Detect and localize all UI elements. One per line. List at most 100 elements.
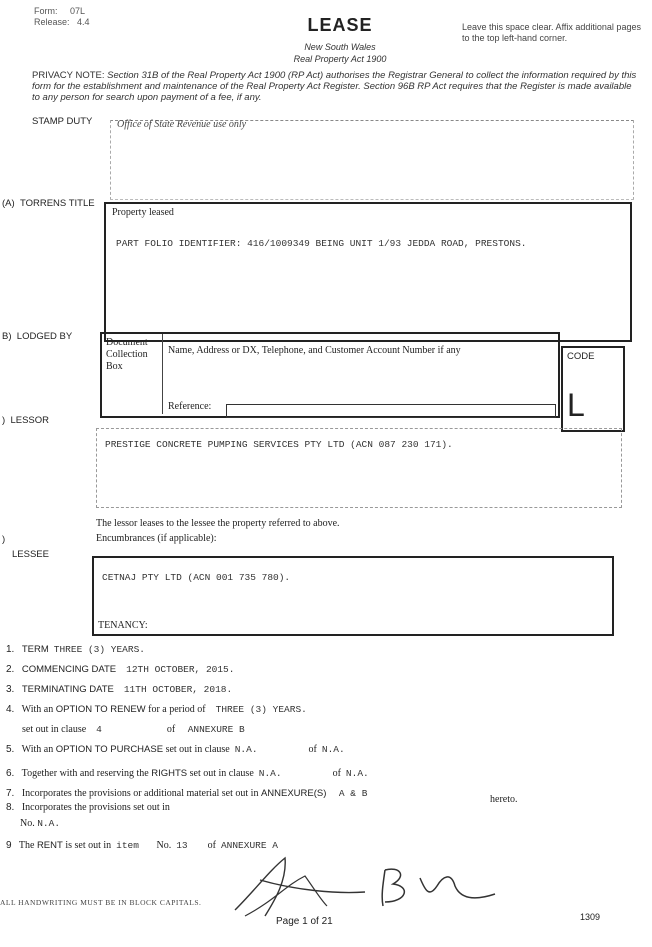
- page-total: 21: [321, 916, 333, 927]
- renew-clause: 4: [96, 724, 102, 735]
- provisions-value: N.A.: [37, 818, 61, 829]
- item-number: 9: [6, 840, 12, 851]
- block-capitals-note: ALL HANDWRITING MUST BE IN BLOCK CAPITAL…: [0, 898, 202, 907]
- lessor-label-text: LESSOR: [10, 415, 49, 426]
- rent-label: RENT: [36, 840, 63, 851]
- terminating-value: 11TH OCTOBER, 2018.: [123, 684, 233, 695]
- property-leased-value: PART FOLIO IDENTIFIER: 416/1009349 BEING…: [116, 238, 527, 249]
- item-option-renew-line2: set out in clause 4 of ANNEXURE B: [22, 724, 245, 735]
- purchase-clause: N.A.: [234, 744, 258, 755]
- renew-value: THREE (3) YEARS.: [215, 704, 307, 715]
- renew-mid: for a period of: [148, 704, 206, 715]
- lodged-divider: [162, 334, 163, 414]
- item-provisions: 8. Incorporates the provisions set out i…: [6, 802, 170, 813]
- page-number: Page 1 of 21: [276, 916, 333, 927]
- item-commencing: 2. COMMENCING DATE 12TH OCTOBER, 2015.: [6, 664, 234, 675]
- rights-pre: Together with and reserving the: [21, 768, 149, 779]
- rights-clause: N.A.: [258, 768, 282, 779]
- form-identifier: Form: 07L Release: 4.4: [34, 6, 90, 28]
- privacy-note: PRIVACY NOTE: Section 31B of the Real Pr…: [32, 70, 640, 103]
- annexures-label: ANNEXURE(S): [260, 788, 327, 799]
- item-number: 5.: [6, 744, 15, 755]
- terminating-label: TERMINATING DATE: [21, 684, 114, 695]
- item-rent: 9 The RENT is set out in item No. 13 of …: [6, 840, 278, 851]
- form-number: 07L: [70, 6, 86, 16]
- purchase-label: OPTION TO PURCHASE: [55, 744, 164, 755]
- item-number: 6.: [6, 768, 15, 779]
- lessor-leases-note: The lessor leases to the lessee the prop…: [96, 518, 340, 529]
- tenancy-label: TENANCY:: [98, 620, 148, 631]
- lodged-by-box: Document Collection Box Name, Address or…: [100, 332, 560, 418]
- margin-note: Leave this space clear. Affix additional…: [462, 22, 641, 43]
- rights-mid: set out in clause: [189, 768, 254, 779]
- rent-mid: is set out in: [65, 840, 112, 851]
- item-number: 4.: [6, 704, 15, 715]
- footer-code: 1309: [580, 912, 601, 922]
- rights-annex: N.A.: [345, 768, 369, 779]
- release-number: 4.4: [77, 17, 90, 27]
- annexures-pre: Incorporates the provisions or additiona…: [21, 788, 259, 799]
- reference-label: Reference:: [168, 401, 212, 412]
- property-leased-caption: Property leased: [112, 207, 174, 218]
- document-title: LEASE: [307, 15, 373, 35]
- office-use-note: Office of State Revenue use only: [117, 119, 247, 130]
- renew-pre: With an: [21, 704, 54, 715]
- commencing-label: COMMENCING DATE: [21, 664, 117, 675]
- stamp-duty-box: Office of State Revenue use only: [110, 119, 634, 200]
- privacy-label: PRIVACY NOTE:: [32, 70, 105, 81]
- encumbrances-label: Encumbrances (if applicable):: [96, 533, 217, 544]
- lodged-by-label: B) LODGED BY: [2, 331, 72, 342]
- annexures-value: A & B: [338, 788, 368, 799]
- lessor-box: PRESTIGE CONCRETE PUMPING SERVICES PTY L…: [96, 428, 622, 508]
- property-leased-box: Property leased PART FOLIO IDENTIFIER: 4…: [104, 202, 632, 342]
- torrens-marker: (A): [2, 198, 15, 209]
- item-annexures: 7. Incorporates the provisions or additi…: [6, 788, 367, 799]
- item-provisions-line2: No. N.A.: [20, 818, 60, 829]
- item-number: 8.: [6, 802, 15, 813]
- document-collection-box: Document Collection Box: [106, 337, 148, 372]
- item-number: 7.: [6, 788, 15, 799]
- purchase-of: of: [308, 744, 317, 755]
- release-label: Release:: [34, 17, 70, 27]
- torrens-label-text: TORRENS TITLE: [19, 198, 95, 209]
- code-value: L: [567, 387, 585, 423]
- hereto-label: hereto.: [490, 794, 518, 805]
- renew-annex: ANNEXURE B: [187, 724, 245, 735]
- lessee-marker: ): [2, 534, 6, 545]
- lessor-label: ) LESSOR: [2, 415, 49, 426]
- item-term: 1. TERM THREE (3) YEARS.: [6, 644, 145, 655]
- purchase-pre: With an: [21, 744, 54, 755]
- rent-word: item: [116, 840, 139, 851]
- stamp-duty-label: STAMP DUTY: [32, 116, 93, 127]
- rights-label: RIGHTS: [151, 768, 188, 779]
- rent-of: of: [207, 840, 216, 851]
- act-name: Real Property Act 1900: [293, 54, 387, 64]
- rent-no-label: No.: [156, 840, 172, 851]
- form-label: Form:: [34, 6, 58, 16]
- renew-label: OPTION TO RENEW: [55, 704, 146, 715]
- jurisdiction: New South Wales: [304, 42, 376, 52]
- item-number: 3.: [6, 684, 15, 695]
- provisions-no: No.: [20, 818, 35, 829]
- handwritten-signatures: [234, 856, 496, 917]
- lessee-label: LESSEE: [12, 549, 49, 560]
- lessee-box: CETNAJ PTY LTD (ACN 001 735 780). TENANC…: [92, 556, 614, 636]
- page-label: Page 1 of: [276, 916, 319, 927]
- rent-annex: ANNEXURE A: [220, 840, 278, 851]
- commencing-value: 12TH OCTOBER, 2015.: [126, 664, 235, 675]
- lodged-label-text: LODGED BY: [16, 331, 73, 342]
- lessee-value: CETNAJ PTY LTD (ACN 001 735 780).: [102, 572, 291, 583]
- lessor-marker: ): [2, 415, 6, 426]
- purchase-mid: set out in clause: [165, 744, 230, 755]
- item-rights: 6. Together with and reserving the RIGHT…: [6, 768, 369, 779]
- provisions-pre: Incorporates the provisions set out in: [21, 802, 170, 813]
- reference-field[interactable]: [226, 404, 556, 418]
- privacy-text: Section 31B of the Real Property Act 190…: [32, 70, 637, 103]
- lessor-value: PRESTIGE CONCRETE PUMPING SERVICES PTY L…: [105, 439, 453, 450]
- code-label: CODE: [567, 351, 595, 362]
- rent-pre: The: [18, 840, 35, 851]
- rights-of: of: [332, 768, 341, 779]
- renew-of: of: [166, 724, 176, 735]
- item-terminating: 3. TERMINATING DATE 11TH OCTOBER, 2018.: [6, 684, 232, 695]
- renew-clause-pre: set out in clause: [22, 724, 87, 735]
